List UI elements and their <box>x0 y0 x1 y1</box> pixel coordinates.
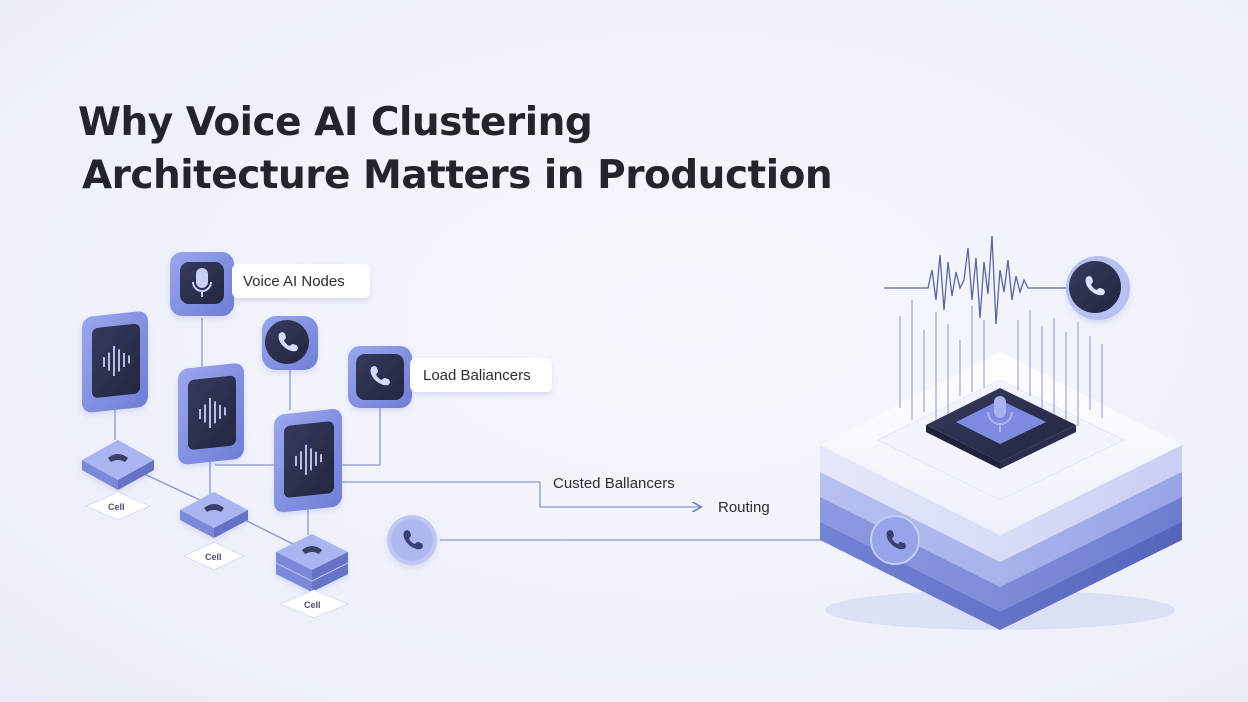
cell-tag-3: Cell <box>280 590 348 618</box>
cell-tag-2: Cell <box>184 542 244 570</box>
incoming-call-node <box>387 515 437 565</box>
phone-node-top <box>262 316 318 370</box>
label-load-balancers: Load Baliancers <box>410 358 552 392</box>
cell-label-3: Cell <box>304 600 321 610</box>
label-routing: Routing <box>718 499 770 516</box>
phone-node-top-right <box>1066 256 1130 320</box>
waveform-tile-3 <box>274 408 342 513</box>
voice-ai-node-mic <box>170 252 234 316</box>
label-voice-ai-nodes: Voice AI Nodes <box>232 264 370 298</box>
waveform-tile-2 <box>178 362 244 465</box>
cell-slab-3 <box>276 534 348 592</box>
cell-slab-1 <box>82 440 154 490</box>
waveform-tile-1 <box>82 310 148 413</box>
cell-label-1: Cell <box>108 502 125 512</box>
label-load-balancers-text: Load Baliancers <box>423 367 531 384</box>
cell-tag-1: Cell <box>86 492 150 520</box>
load-balancer-node <box>348 346 412 408</box>
cell-label-2: Cell <box>205 552 222 562</box>
cell-slab-2 <box>180 492 248 538</box>
platform-phone-node <box>871 516 919 564</box>
label-custed-balancers: Custed Ballancers <box>553 475 675 492</box>
label-voice-ai-nodes-text: Voice AI Nodes <box>243 273 345 290</box>
